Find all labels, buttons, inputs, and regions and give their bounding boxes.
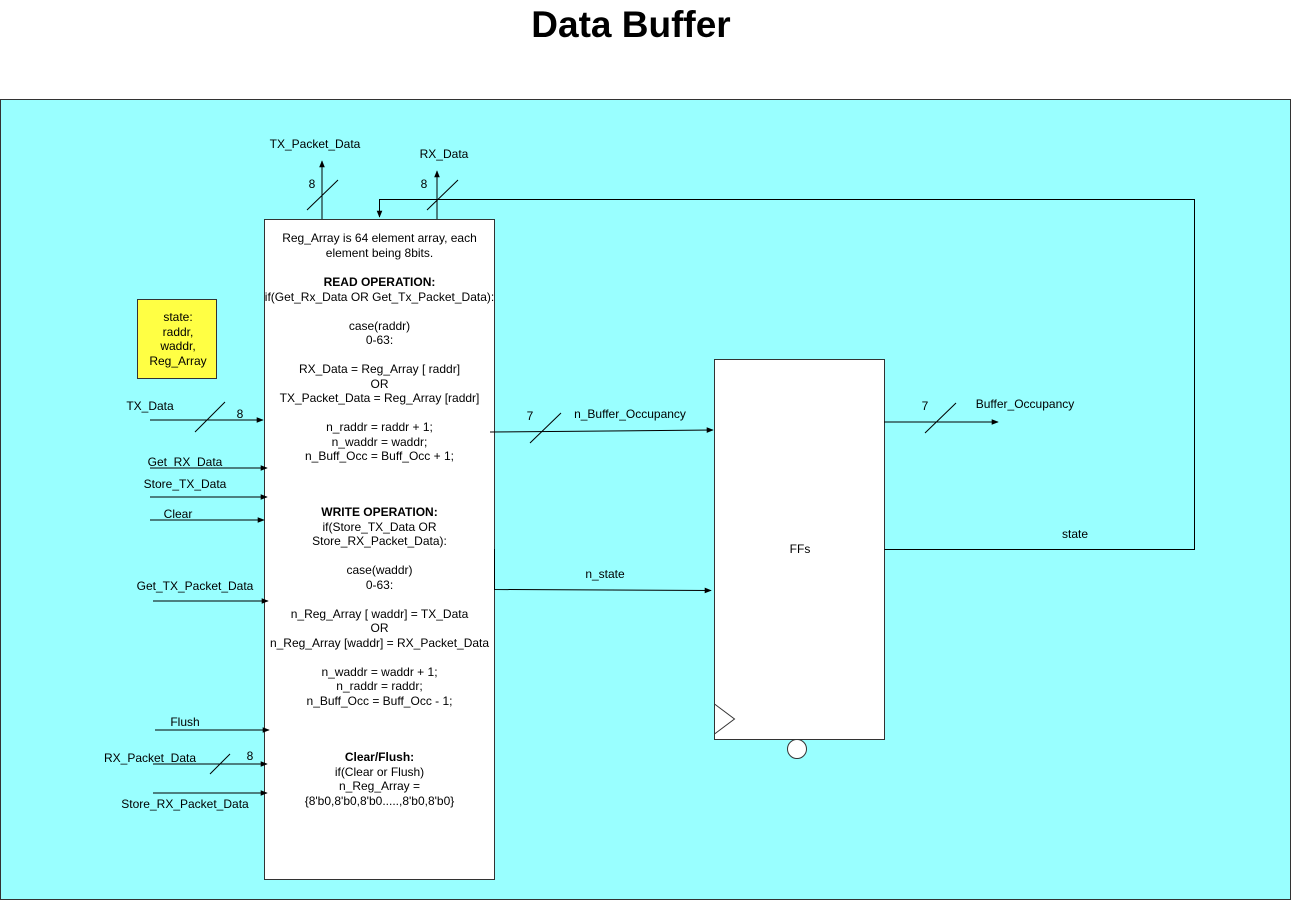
store-tx-data-label: Store_TX_Data [144,477,227,491]
rx-packet-data-label: RX_Packet_Data [104,751,196,765]
rx-data-width-label: 8 [421,177,428,191]
logic-intro-text: Reg_Array is 64 element array, each elem… [282,231,477,260]
tx-packet-data-bus-slash [306,179,339,211]
state-register-text: state: raddr, waddr, Reg_Array [149,310,207,368]
reset-input-icon [787,739,807,759]
n-buffer-occupancy-width-label: 7 [527,409,534,423]
read-operation-body: if(Get_Rx_Data OR Get_Tx_Packet_Data): c… [264,289,495,464]
clock-input-icon [714,703,736,735]
rx-packet-data-width-label: 8 [247,749,254,763]
tx-packet-data-width-label: 8 [309,177,316,191]
buffer-occupancy-width-label: 7 [922,399,929,413]
tx-data-bus-slash [194,401,226,433]
n-buffer-occupancy-bus-slash [529,412,562,444]
clear-label: Clear [164,507,193,521]
ffs-label: FFs [790,542,811,556]
buffer-occupancy-bus-slash [924,402,957,434]
store-rx-packet-data-label: Store_RX_Packet_Data [121,797,249,811]
get-rx-data-label: Get_RX_Data [148,455,223,469]
n-state-label: n_state [585,567,625,581]
write-operation-title: WRITE OPERATION: [321,505,438,519]
diagram-background [0,99,1291,900]
tx-packet-data-label: TX_Packet_Data [270,137,361,151]
state-feedback-wire [376,199,1195,550]
flip-flops-block [714,359,885,740]
n-state-wire [494,549,712,594]
n-buffer-occupancy-arrow [489,427,714,433]
flush-label: Flush [170,715,199,729]
write-operation-body: if(Store_TX_Data OR Store_RX_Packet_Data… [269,519,490,708]
clear-flush-title: Clear/Flush: [344,750,415,764]
buffer-occupancy-label: Buffer_Occupancy [976,397,1075,411]
rx-data-bus-slash [426,179,459,211]
state-label: state [1062,527,1088,541]
combinational-logic-block [264,219,495,880]
clear-flush-body: if(Clear or Flush) n_Reg_Array = {8'b0,8… [304,764,455,808]
tx-data-width-label: 8 [237,407,244,421]
rx-packet-data-bus-slash [209,753,231,775]
state-register-note: state: raddr, waddr, Reg_Array [137,299,217,379]
read-operation-title: READ OPERATION: [323,275,436,289]
n-buffer-occupancy-label: n_Buffer_Occupancy [574,407,686,421]
tx-data-label: TX_Data [126,399,174,413]
get-tx-packet-data-label: Get_TX_Packet_Data [137,579,254,593]
rx-data-label: RX_Data [420,147,469,161]
diagram-title: Data Buffer [531,4,731,45]
